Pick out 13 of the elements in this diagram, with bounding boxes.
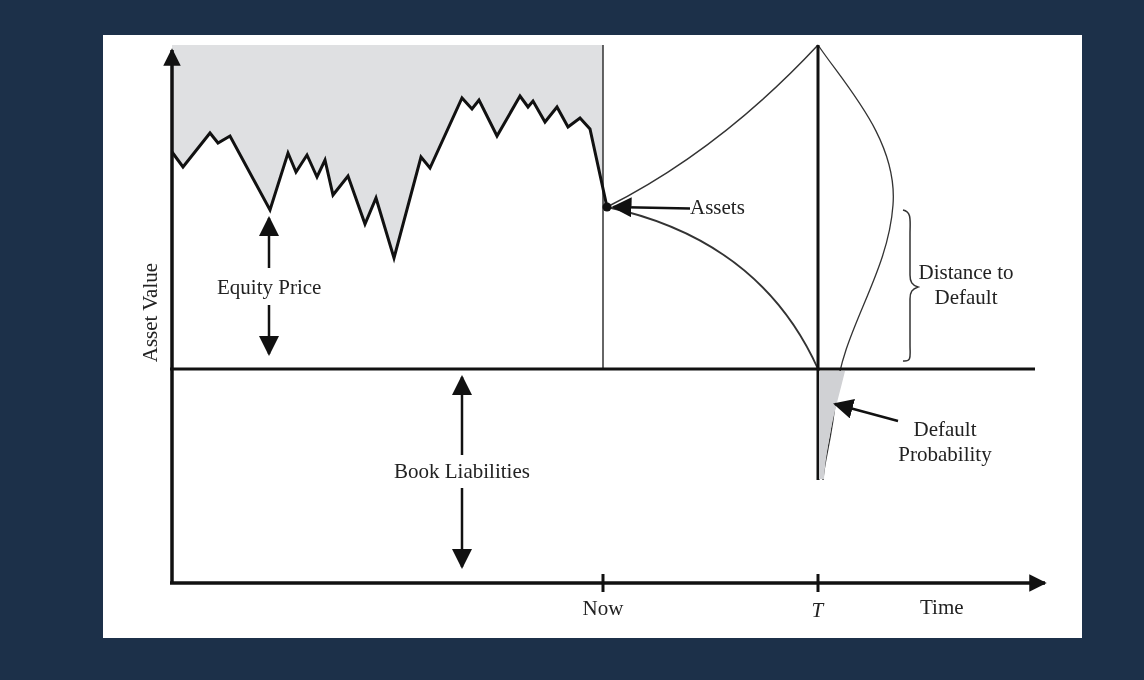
- axis-title: Asset Value: [137, 262, 163, 362]
- tick-label: T: [811, 597, 824, 623]
- axis-title: Time: [920, 594, 964, 620]
- callout-text: Default Probability: [880, 417, 1010, 468]
- default-area: [819, 371, 845, 479]
- leader-arrow: [611, 197, 691, 218]
- tick-label: Now: [582, 595, 624, 621]
- point-dot: [602, 202, 612, 212]
- brace-label: Distance to Default: [917, 260, 1015, 311]
- dimension-label: Equity Price: [217, 274, 322, 300]
- callout-text: Assets: [690, 194, 745, 220]
- dimension-label: Book Liabilities: [394, 458, 530, 484]
- leader-arrow: [833, 399, 899, 423]
